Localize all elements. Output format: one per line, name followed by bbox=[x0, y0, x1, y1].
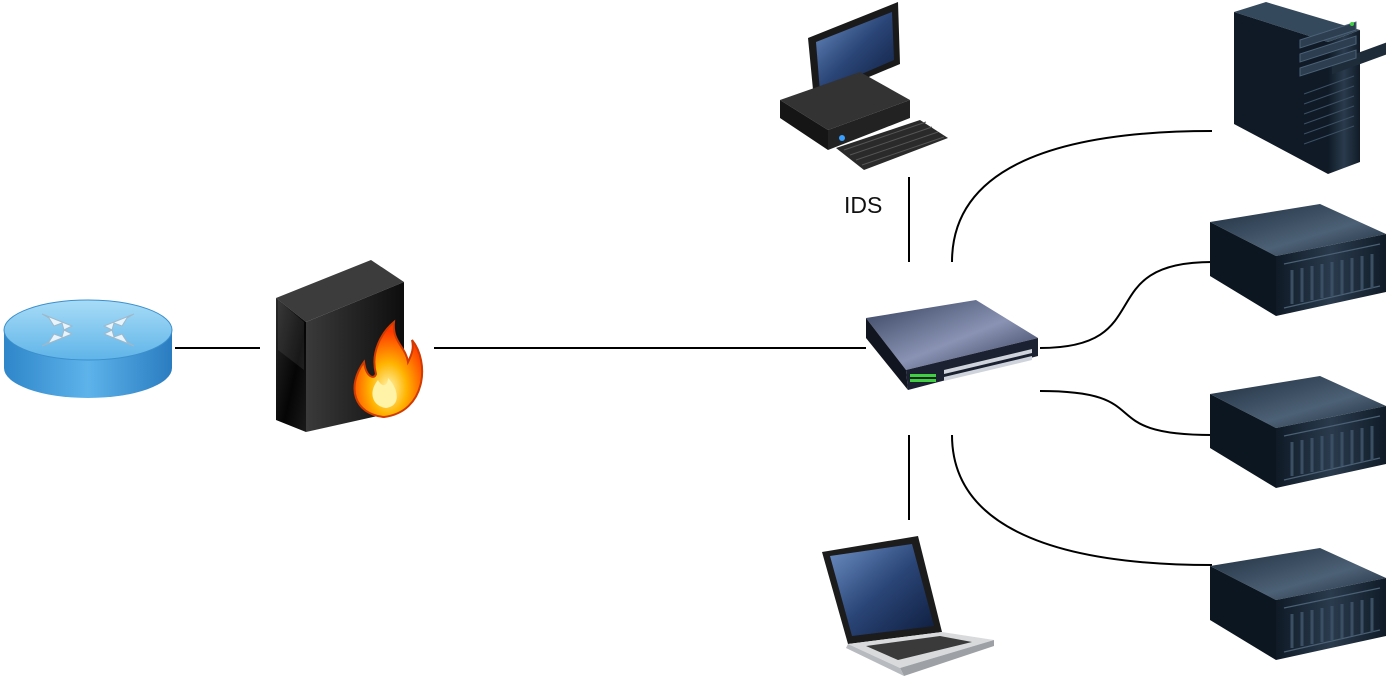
rack-server-icon[interactable] bbox=[1210, 204, 1386, 316]
laptop-icon[interactable] bbox=[822, 536, 994, 676]
link-switch-tower-server bbox=[951, 130, 1213, 263]
switch-ports bbox=[944, 349, 1032, 381]
flame bbox=[353, 319, 424, 419]
switch-icon[interactable] bbox=[866, 300, 1038, 390]
link-switch-rack-server-2 bbox=[1039, 390, 1213, 436]
router-icon[interactable] bbox=[3, 299, 173, 398]
tower-server-icon[interactable] bbox=[1234, 2, 1386, 174]
switch-leds bbox=[910, 374, 936, 382]
link-switch-rack-server-3 bbox=[951, 434, 1213, 566]
rack-server-icon[interactable] bbox=[1210, 376, 1386, 488]
rack-server-icon[interactable] bbox=[1210, 548, 1386, 660]
link-switch-rack-server-1 bbox=[1039, 261, 1213, 349]
ids-label: IDS bbox=[844, 192, 882, 218]
desktop-computer-icon[interactable] bbox=[780, 2, 948, 170]
firewall-icon[interactable] bbox=[276, 260, 424, 432]
links bbox=[175, 130, 1213, 566]
